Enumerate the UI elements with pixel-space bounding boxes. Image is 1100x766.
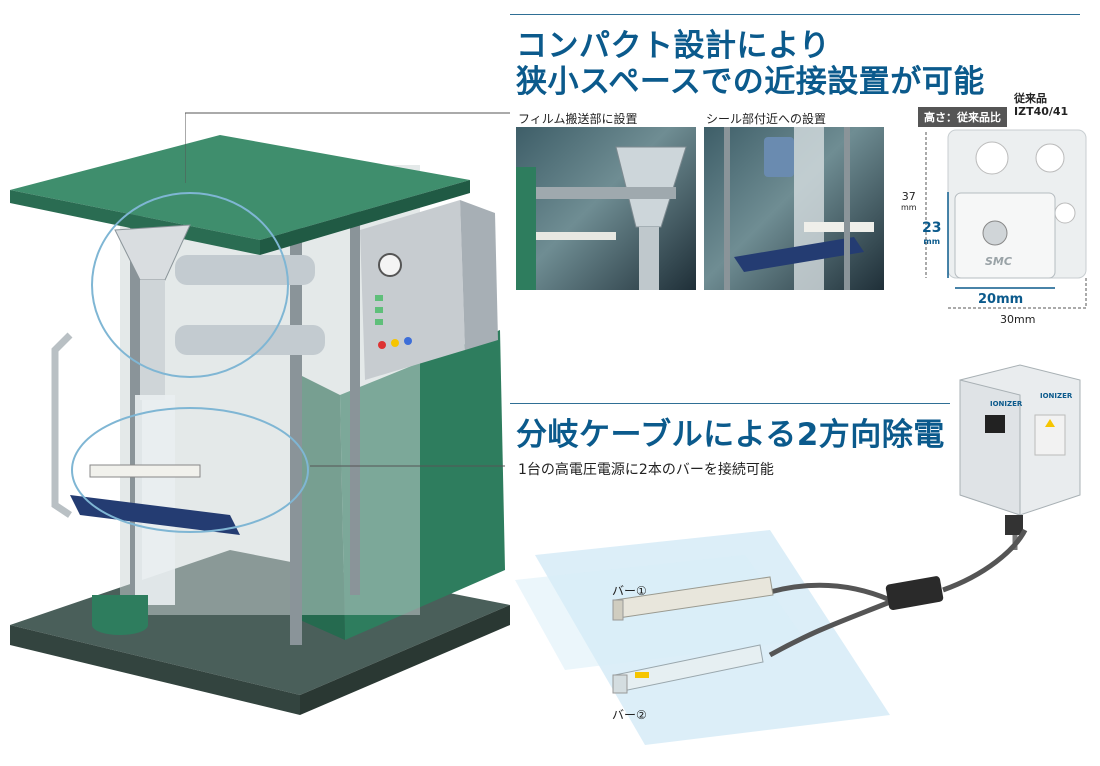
power-unit-label-1: IONIZER: [990, 400, 1023, 408]
bar1-label: バー①: [612, 584, 647, 598]
size-comparison-diagram: [925, 129, 1087, 309]
power-unit-label-2: IONIZER: [1040, 392, 1073, 400]
callout-line-top: [185, 112, 510, 183]
legacy-height-dim: 37 mm: [901, 191, 917, 213]
legacy-label: 従来品 IZT40/41: [1014, 92, 1068, 118]
film-transport-photo: [516, 127, 696, 290]
new-width-dim: 20mm: [978, 292, 1024, 307]
machine-illustration: [10, 135, 510, 715]
legacy-label-line1: 従来品: [1014, 92, 1047, 105]
legacy-height-value: 37: [901, 190, 916, 203]
top-rule: [510, 14, 1080, 15]
new-height-unit: mm: [923, 237, 941, 246]
legacy-label-line2: IZT40/41: [1014, 105, 1069, 118]
branch-cable-diagram: [515, 528, 1028, 745]
height-comparison-badge: 高さ：従来品比: [918, 107, 1007, 127]
photo2-caption: シール部付近への設置: [706, 112, 827, 126]
section1-title-line1: コンパクト設計により: [516, 28, 831, 64]
legacy-width-dim: 30mm: [1000, 313, 1036, 326]
power-unit-illustration: [959, 364, 1081, 550]
seal-area-photo: [704, 127, 884, 290]
section2-rule: [510, 403, 950, 404]
section2-description: 1台の高電圧電源に2本のバーを接続可能: [518, 462, 774, 478]
smc-logo: SMC: [985, 255, 1012, 268]
new-height-dim: 23 mm: [922, 220, 942, 248]
callout-line-bottom: [310, 465, 505, 467]
legacy-height-unit: mm: [901, 203, 917, 212]
section1-title-line2: 狭小スペースでの近接設置が可能: [516, 64, 985, 100]
section2-title: 分岐ケーブルによる2方向除電: [516, 417, 945, 453]
bar2-label: バー②: [612, 708, 647, 722]
photo1-caption: フィルム搬送部に設置: [518, 112, 638, 126]
new-height-value: 23: [922, 220, 942, 236]
